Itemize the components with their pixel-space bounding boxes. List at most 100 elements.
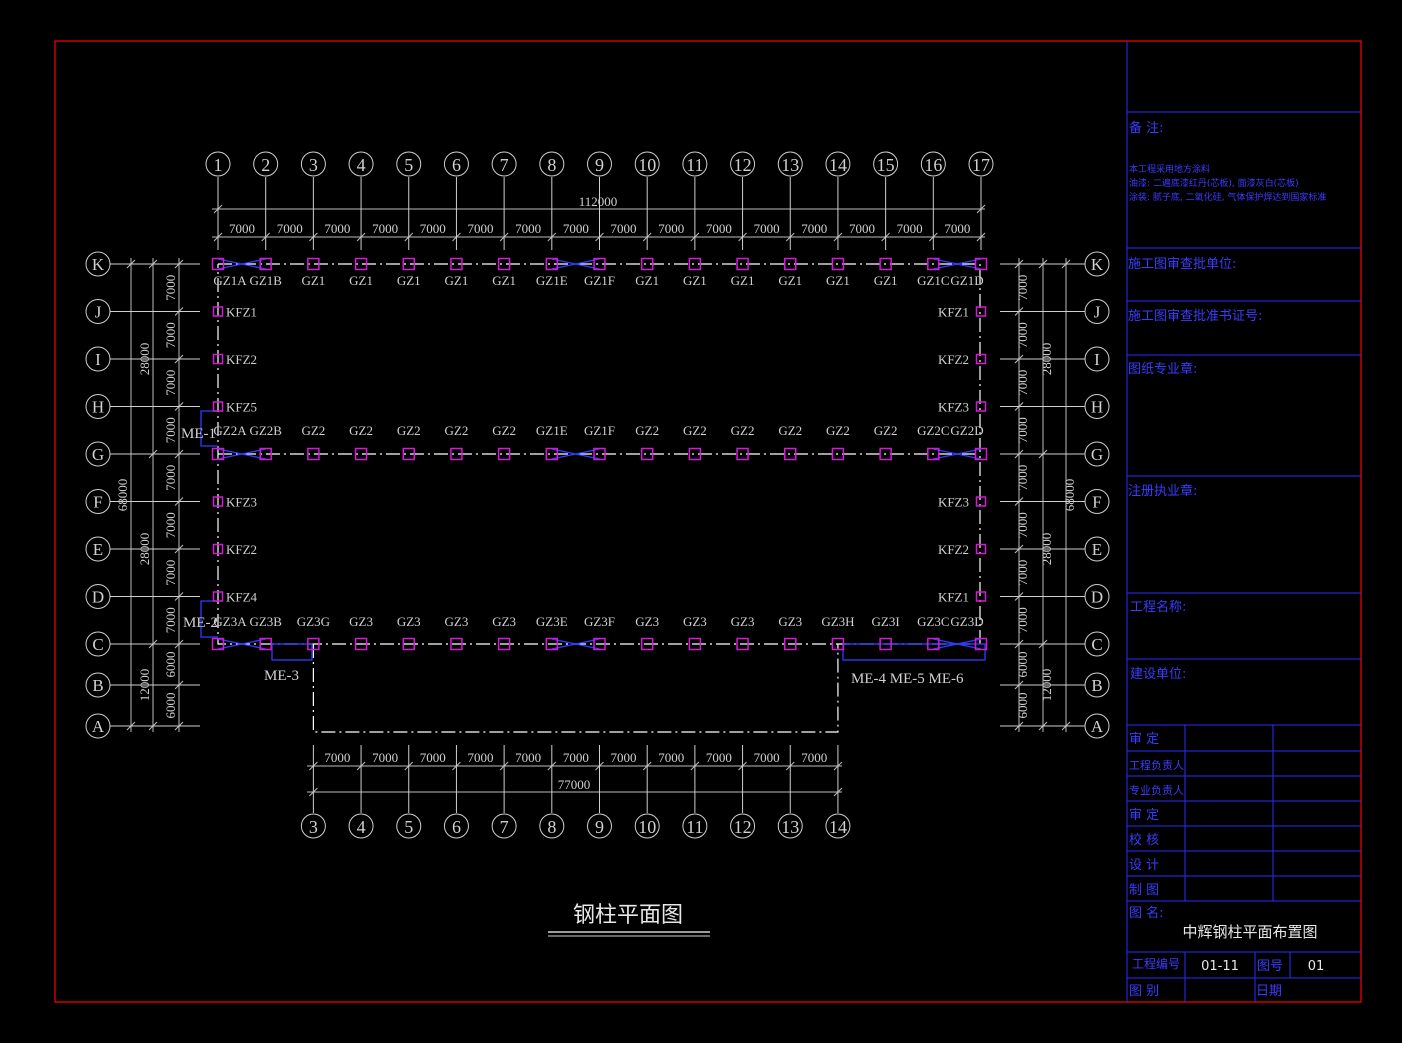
row-g-column-label: GZ2: [349, 423, 373, 438]
row-c-column-label: GZ3: [445, 614, 469, 629]
side-span-dim: 7000: [163, 417, 178, 443]
row-g-column-label: GZ2: [826, 423, 850, 438]
top-axis-label: 7: [500, 155, 509, 175]
right-row-bubble: [1084, 536, 1110, 562]
row-c-column-label: GZ3: [778, 614, 802, 629]
top-axis-bubble: [205, 151, 231, 177]
top-axis-label: 6: [452, 155, 461, 175]
top-span-dim: 7000: [563, 221, 589, 236]
bottom-axis-label: 9: [595, 817, 604, 837]
row-k-column-label: GZ1A: [213, 273, 247, 288]
title-block: 备 注: 本工程采用地方涂料 油漆: 二遍底漆红丹(芯板), 面漆灰白(芯板) …: [1126, 41, 1361, 1002]
steel-column: [450, 257, 463, 271]
right-wind-column-label: KFZ1: [938, 305, 969, 320]
top-axis-label: 1: [214, 155, 223, 175]
steel-column: [307, 257, 320, 271]
top-span-dim: 7000: [611, 221, 637, 236]
steel-column: [497, 447, 511, 461]
right-row-label: F: [1092, 493, 1101, 512]
steel-column: [402, 257, 415, 271]
sheet-no-label: 图号: [1257, 959, 1283, 974]
bottom-axis-label: 6: [452, 817, 461, 837]
wind-column-right: [975, 306, 987, 317]
row-k-column-label: GZ1: [635, 273, 659, 288]
top-span-dim: 7000: [897, 221, 923, 236]
right-row-label: I: [1094, 350, 1100, 369]
row-c-column-label: GZ3: [635, 614, 659, 629]
steel-column: [688, 637, 702, 651]
cross-brace: [933, 448, 982, 460]
remarks-line-1: 本工程采用地方涂料: [1129, 163, 1210, 175]
row-c-column-label: GZ3H: [821, 614, 854, 629]
me1-bracket: [200, 410, 218, 447]
right-wind-column-label: KFZ3: [938, 400, 969, 415]
right-row-bubble: [1084, 672, 1110, 698]
steel-column: [450, 637, 463, 651]
drawing-name-label: 图 名:: [1129, 905, 1164, 921]
right-wind-column-label: KFZ1: [938, 590, 969, 605]
top-span-dim: 7000: [324, 221, 350, 236]
row-g-column-label: GZ2: [778, 423, 802, 438]
right-row-label: C: [1091, 635, 1102, 654]
row-g-column-label: GZ2D: [950, 423, 983, 438]
row-k-column-label: GZ1: [731, 273, 755, 288]
steel-column: [784, 257, 797, 271]
steel-column: [736, 637, 749, 651]
right-row-label: D: [1091, 588, 1103, 607]
wind-column-left: [212, 401, 224, 412]
left-wind-column-label: KFZ4: [226, 590, 258, 605]
left-row-bubble: [85, 394, 111, 419]
steel-column: [497, 637, 511, 651]
right-row-label: E: [1092, 540, 1102, 559]
left-row-label: A: [92, 717, 105, 736]
row-g-column-label: GZ2: [397, 423, 421, 438]
side-span-dim: 7000: [1015, 560, 1030, 586]
side-span-dim: 7000: [163, 370, 178, 396]
drawing-frame: [54, 40, 1362, 1003]
project-name-label: 工程名称:: [1130, 599, 1186, 615]
top-span-dim: 7000: [849, 221, 875, 236]
right-wind-column-label: KFZ3: [938, 495, 969, 510]
row-c-column-label: GZ3D: [950, 614, 983, 629]
top-axis-label: 15: [877, 155, 895, 175]
top-span-dim: 7000: [372, 221, 398, 236]
steel-column: [879, 447, 892, 461]
bottom-span-dim: 7000: [515, 750, 541, 765]
row-k-column-label: GZ1C: [917, 273, 950, 288]
steel-column: [211, 447, 225, 461]
top-axis-bubble: [587, 151, 612, 177]
wind-column-left: [212, 591, 224, 602]
left-row-label: B: [92, 676, 103, 695]
steel-column: [259, 447, 272, 461]
steel-column: [593, 447, 606, 461]
left-row-bubble: [85, 536, 111, 562]
steel-column: [640, 637, 654, 651]
drawing-title: 钢柱平面图: [573, 903, 683, 928]
wind-column-right: [975, 353, 987, 365]
right-row-bubble: [1084, 346, 1110, 372]
wind-column-left: [212, 496, 224, 507]
wind-column-left: [212, 306, 224, 317]
left-row-label: J: [95, 303, 102, 322]
bottom-total-dim: 77000: [558, 777, 591, 792]
steel-column: [927, 257, 940, 271]
right-row-bubble: [1084, 251, 1110, 277]
wind-column-right: [975, 401, 987, 412]
steel-column: [211, 257, 225, 271]
top-axis-label: 12: [734, 155, 752, 175]
row-c-column-label: GZ3C: [917, 614, 950, 629]
left-wind-column-label: KFZ5: [226, 400, 257, 415]
bottom-span-dim: 7000: [658, 750, 684, 765]
row-k-column-label: GZ1: [683, 273, 707, 288]
side-span-dim: 7000: [163, 275, 178, 301]
wind-column-right: [975, 591, 987, 602]
side-span-dim: 7000: [1015, 370, 1030, 396]
row-k-column-label: GZ1: [445, 273, 469, 288]
cross-brace: [551, 638, 600, 650]
top-axis-label: 10: [638, 155, 656, 175]
left-row-bubble: [85, 251, 111, 277]
review-unit-label: 施工图审查批单位:: [1128, 257, 1236, 272]
row-g-column-label: GZ2: [683, 423, 707, 438]
